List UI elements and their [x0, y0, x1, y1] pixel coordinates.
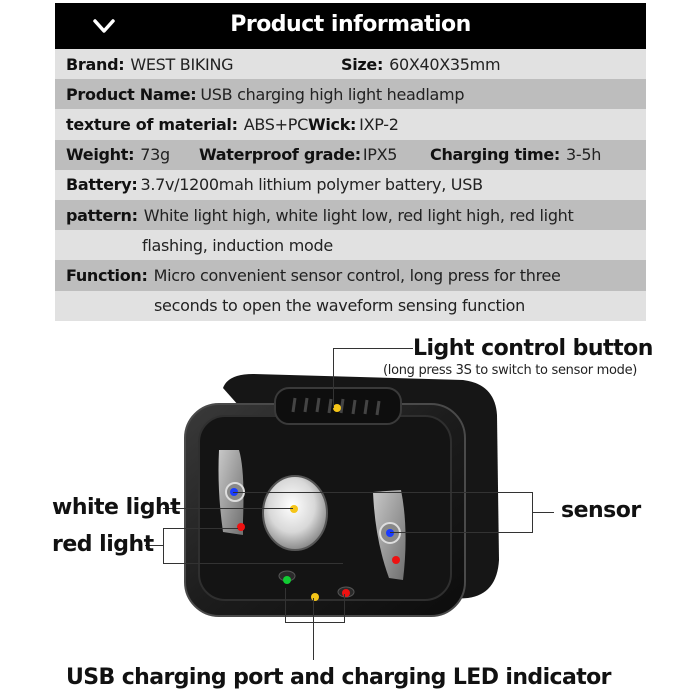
- material-value: ABS+PC: [243, 114, 309, 134]
- waterproof-value: IPX5: [362, 145, 398, 165]
- callout-line-button-h: [333, 348, 413, 349]
- pattern-label: pattern:: [66, 205, 138, 225]
- callout-line-usb-bracket: [285, 622, 345, 623]
- battery-value: 3.7v/1200mah lithium polymer battery, US…: [140, 175, 483, 195]
- size-label: Size:: [341, 54, 384, 74]
- callout-line-red-stub: [145, 545, 163, 546]
- size-field: Size:60X40X35mm: [341, 54, 501, 74]
- callout-line-usb-right: [344, 594, 345, 623]
- chevron-down-icon[interactable]: [89, 11, 119, 41]
- callout-line-usb-stem: [313, 598, 314, 660]
- sensor-label: sensor: [561, 498, 641, 523]
- page-title: Product information: [230, 12, 471, 37]
- spec-row-function-cont: seconds to open the waveform sensing fun…: [55, 290, 646, 321]
- waterproof-label: Waterproof grade:: [199, 145, 361, 165]
- callout-line-sensor-top: [233, 492, 533, 493]
- spec-row-pattern-cont: flashing, induction mode: [55, 230, 646, 261]
- callout-line-sensor-stub: [532, 512, 554, 513]
- light-control-button-label: Light control button: [413, 336, 653, 361]
- function-label: Function:: [66, 265, 148, 285]
- spec-row-material-wick: texture of material:ABS+PC Wick:IXP-2: [55, 109, 646, 140]
- function-value-line1: Micro convenient sensor control, long pr…: [153, 265, 561, 285]
- spec-row-brand-size: Brand:WEST BIKING Size:60X40X35mm: [55, 49, 646, 80]
- weight-label: Weight:: [66, 145, 135, 165]
- sensor-right-dot: [386, 529, 394, 537]
- red-light-left-dot: [237, 523, 245, 531]
- product-name-label: Product Name:: [66, 84, 197, 104]
- callout-line-button-v: [333, 348, 334, 408]
- callout-line-red-bottom: [163, 563, 343, 564]
- size-value: 60X40X35mm: [389, 54, 501, 74]
- spec-row-battery: Battery:3.7v/1200mah lithium polymer bat…: [55, 169, 646, 200]
- spec-row-pattern: pattern:White light high, white light lo…: [55, 199, 646, 231]
- function-value-line2: seconds to open the waveform sensing fun…: [154, 296, 525, 316]
- white-light-label: white light: [52, 495, 181, 520]
- charging-time-value: 3-5h: [566, 145, 602, 165]
- spec-row-weight: Weight:73g Waterproof grade:IPX5 Chargin…: [55, 139, 646, 170]
- battery-label: Battery:: [66, 175, 138, 195]
- spec-table: Brand:WEST BIKING Size:60X40X35mm Produc…: [55, 49, 646, 321]
- brand-field: Brand:WEST BIKING: [66, 54, 234, 74]
- usb-port-dot: [283, 576, 291, 584]
- red-light-right-dot: [392, 556, 400, 564]
- weight-value: 73g: [140, 145, 170, 165]
- light-control-note: (long press 3S to switch to sensor mode): [383, 363, 638, 378]
- pattern-value-line1: White light high, white light low, red l…: [143, 205, 574, 225]
- spec-row-function: Function:Micro convenient sensor control…: [55, 260, 646, 291]
- brand-label: Brand:: [66, 54, 125, 74]
- headlamp-image: [184, 374, 499, 617]
- brand-value: WEST BIKING: [130, 54, 234, 74]
- white-light-marker-dot: [290, 505, 298, 513]
- callout-line-red-bracket: [163, 528, 164, 564]
- pattern-value-line2: flashing, induction mode: [142, 235, 333, 255]
- callout-line-usb-left: [285, 588, 286, 623]
- usb-port-label: USB charging port and charging LED indic…: [66, 665, 611, 690]
- product-name-value: USB charging high light headlamp: [200, 84, 465, 104]
- callout-line-red-top: [163, 528, 238, 529]
- charging-time-label: Charging time:: [430, 145, 561, 165]
- wick-label: Wick:: [308, 114, 357, 134]
- wick-value: IXP-2: [359, 114, 399, 134]
- spec-row-product-name: Product Name:USB charging high light hea…: [55, 79, 646, 110]
- material-label: texture of material:: [66, 114, 238, 134]
- callout-line-sensor-bottom: [390, 532, 533, 533]
- red-light-label: red light: [52, 532, 154, 557]
- button-marker-dot: [333, 404, 341, 412]
- callout-line-white-light: [163, 508, 293, 509]
- header-bar: Product information: [55, 3, 646, 49]
